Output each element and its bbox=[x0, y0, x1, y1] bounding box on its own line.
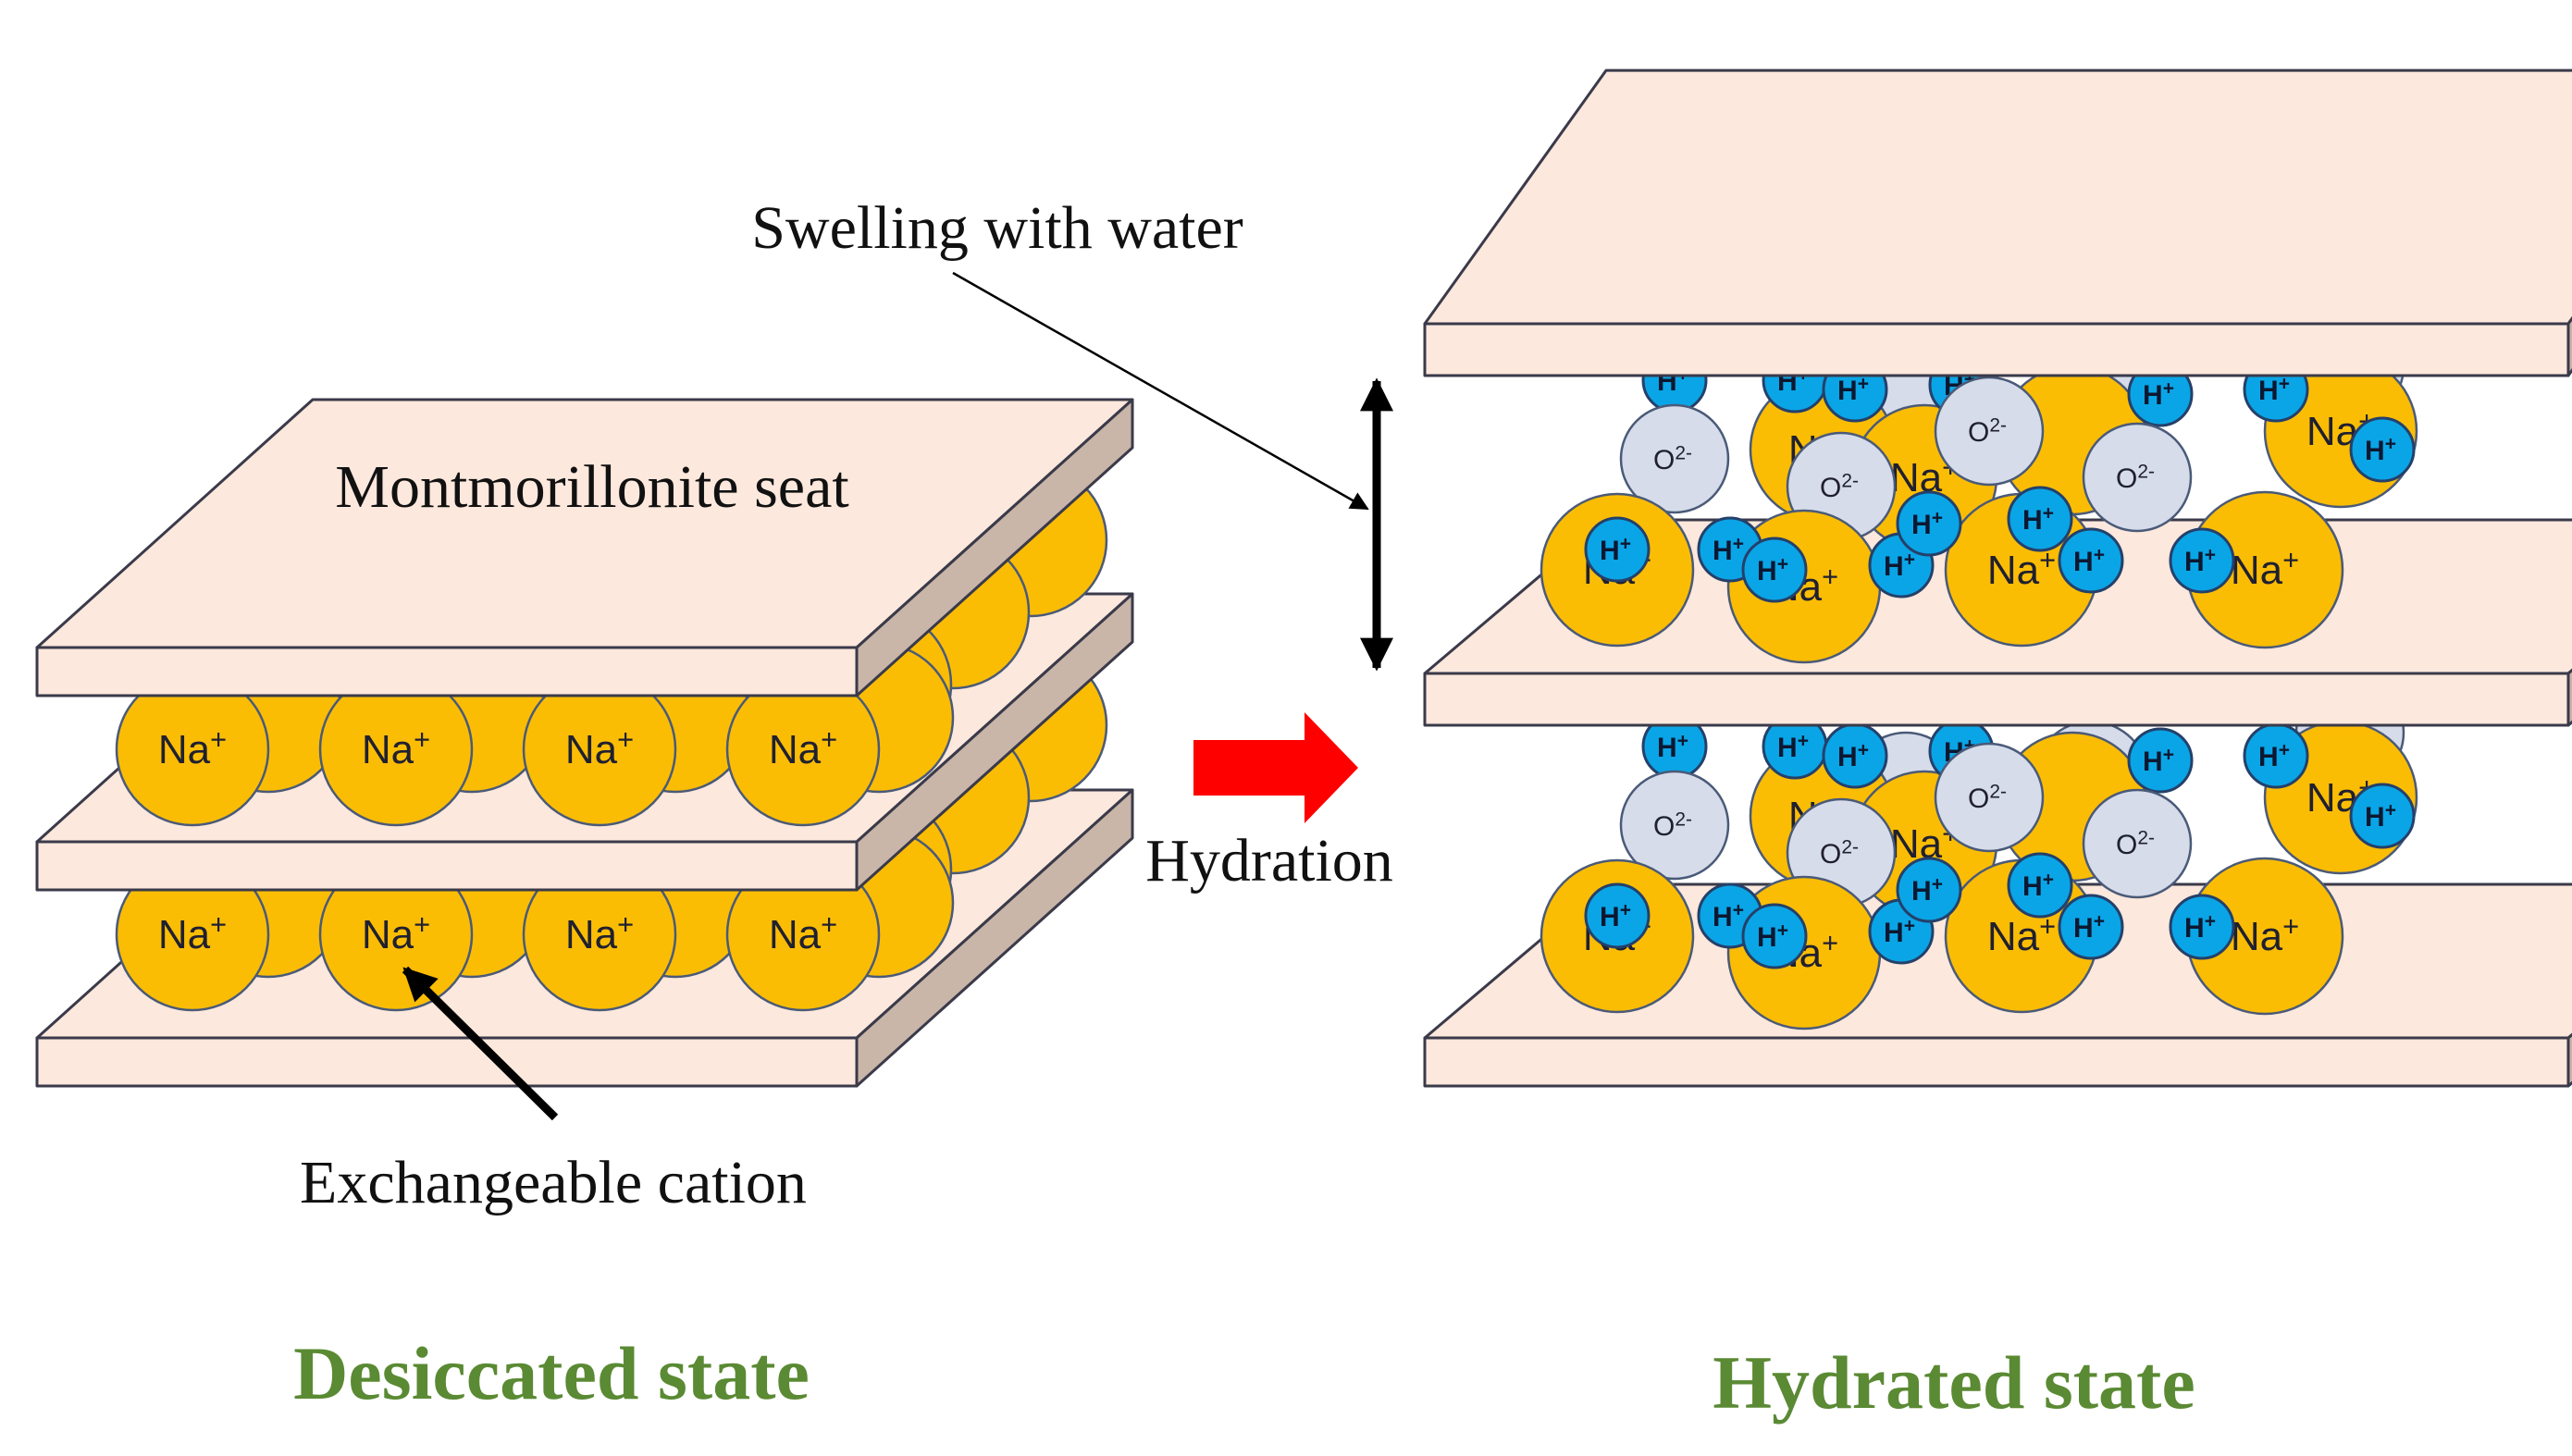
sodium-ion: Na+ bbox=[725, 857, 881, 1012]
sodium-ion: Na+ bbox=[725, 672, 881, 827]
hydrogen-ion: H+ bbox=[2007, 852, 2073, 919]
sodium-ion-label: Na+ bbox=[362, 723, 430, 772]
hydrogen-ion: H+ bbox=[1584, 516, 1651, 583]
hydrogen-ion-label: H+ bbox=[2022, 870, 2054, 903]
hydrogen-ion: H+ bbox=[2243, 722, 2309, 789]
hydrogen-ion-label: H+ bbox=[1911, 508, 1943, 541]
hydrogen-ion-label: H+ bbox=[1600, 900, 1631, 933]
hydrogen-ion-label: H+ bbox=[2365, 800, 2396, 833]
sodium-ion-label: Na+ bbox=[2231, 910, 2299, 959]
cation-pointer-arrow bbox=[402, 966, 559, 1121]
hydrogen-ion-label: H+ bbox=[1837, 374, 1869, 407]
sodium-ion: Na+ bbox=[115, 672, 270, 827]
hydrogen-ion-label: H+ bbox=[1884, 549, 1915, 583]
hydrogen-ion-label: H+ bbox=[2022, 503, 2054, 537]
oxygen-ion-label: O2- bbox=[1653, 809, 1692, 843]
sodium-ion-label: Na+ bbox=[565, 723, 634, 772]
hydrogen-ion-label: H+ bbox=[2258, 374, 2290, 407]
hydrated-state-title: Hydrated state bbox=[1713, 1340, 2195, 1425]
hydrogen-ion-label: H+ bbox=[1713, 534, 1744, 567]
sheet-label: Montmorillonite seat bbox=[335, 453, 848, 521]
hydrogen-ion-label: H+ bbox=[1757, 554, 1788, 587]
cation-label: Exchangeable cation bbox=[300, 1149, 807, 1216]
hydrogen-ion-label: H+ bbox=[1837, 740, 1869, 773]
swelling-leader-line bbox=[952, 271, 1369, 511]
sodium-ion-label: Na+ bbox=[2231, 544, 2299, 593]
hydrogen-ion-label: H+ bbox=[1600, 534, 1631, 567]
hydrated-clay-stack: O2- O2- O2- Na+ Na+ Na+ H+ H+ H+ H+ H+ H+ H+ H+ O2- O2-… bbox=[1423, 68, 2572, 1088]
hydrogen-ion: H+ bbox=[2169, 894, 2235, 960]
hydrogen-ion-label: H+ bbox=[2073, 545, 2105, 578]
hydrogen-ion-label: H+ bbox=[1884, 916, 1915, 949]
hydrogen-ion: H+ bbox=[2007, 486, 2073, 552]
oxygen-ion-label: O2- bbox=[1968, 782, 2007, 815]
hydrogen-ion-label: H+ bbox=[2143, 378, 2174, 412]
hydrogen-ion: H+ bbox=[1896, 490, 1962, 557]
sodium-ion-label: Na+ bbox=[565, 908, 634, 957]
hydrogen-ion: H+ bbox=[1741, 537, 1808, 603]
sodium-ion-label: Na+ bbox=[769, 723, 837, 772]
oxygen-ion: O2- bbox=[1934, 376, 2045, 487]
hydrogen-ion: H+ bbox=[2058, 527, 2124, 594]
oxygen-ion: O2- bbox=[1619, 770, 1730, 881]
desiccated-state-title: Desiccated state bbox=[293, 1331, 810, 1415]
hydrogen-ion-label: H+ bbox=[1911, 874, 1943, 907]
hydrogen-ion-label: H+ bbox=[2365, 434, 2396, 467]
oxygen-ion: O2- bbox=[1619, 403, 1730, 514]
sodium-ion-label: Na+ bbox=[158, 723, 227, 772]
swelling-label: Swelling with water bbox=[751, 194, 1243, 262]
hydrogen-ion-label: H+ bbox=[1757, 920, 1788, 954]
sodium-ion-label: Na+ bbox=[362, 908, 430, 957]
hydrogen-ion: H+ bbox=[2058, 894, 2124, 960]
hydrogen-ion-label: H+ bbox=[2184, 911, 2216, 944]
oxygen-ion-label: O2- bbox=[1820, 837, 1859, 870]
montmorillonite-sheet bbox=[1423, 68, 2572, 377]
oxygen-ion: O2- bbox=[1934, 742, 2045, 853]
hydrogen-ion-label: H+ bbox=[2258, 740, 2290, 773]
hydrogen-ion: H+ bbox=[2349, 783, 2416, 849]
oxygen-ion: O2- bbox=[2082, 788, 2193, 899]
hydration-arrow bbox=[1193, 712, 1358, 823]
oxygen-ion-label: O2- bbox=[1820, 471, 1859, 504]
sodium-ion: Na+ bbox=[318, 672, 474, 827]
hydrogen-ion: H+ bbox=[1741, 903, 1808, 969]
hydrogen-ion: H+ bbox=[1584, 882, 1651, 949]
hydrogen-ion: H+ bbox=[2349, 416, 2416, 483]
hydrogen-ion-label: H+ bbox=[2143, 745, 2174, 778]
sodium-ion: Na+ bbox=[2185, 857, 2344, 1016]
hydrogen-ion: H+ bbox=[2127, 361, 2194, 427]
hydrogen-ion: H+ bbox=[1896, 857, 1962, 923]
oxygen-ion-label: O2- bbox=[1968, 415, 2007, 449]
sodium-ion-label: Na+ bbox=[1987, 910, 2056, 959]
hydrogen-ion: H+ bbox=[2127, 727, 2194, 794]
sodium-ion-label: Na+ bbox=[769, 908, 837, 957]
hydrogen-ion-label: H+ bbox=[2073, 911, 2105, 944]
oxygen-ion: O2- bbox=[2082, 422, 2193, 533]
hydration-label: Hydration bbox=[1145, 827, 1393, 895]
hydrogen-ion-label: H+ bbox=[1777, 731, 1809, 764]
sodium-ion: Na+ bbox=[522, 857, 677, 1012]
sodium-ion: Na+ bbox=[522, 672, 677, 827]
hydrogen-ion-label: H+ bbox=[1713, 900, 1744, 933]
sodium-ion-label: Na+ bbox=[1987, 544, 2056, 593]
hydrogen-ion: H+ bbox=[1822, 722, 1888, 789]
hydrogen-ion-label: H+ bbox=[2184, 545, 2216, 578]
hydrogen-ion: H+ bbox=[2169, 527, 2235, 594]
montmorillonite-sheet bbox=[35, 398, 1134, 697]
oxygen-ion-label: O2- bbox=[2116, 462, 2155, 495]
oxygen-ion-label: O2- bbox=[1653, 443, 1692, 476]
desiccated-clay-stack: Na+ Na+ Na+ Na+ Na+ Na+ Na+ Na+ bbox=[35, 398, 1134, 1088]
sodium-ion-label: Na+ bbox=[158, 908, 227, 957]
hydrogen-ion-label: H+ bbox=[1657, 731, 1688, 764]
oxygen-ion-label: O2- bbox=[2116, 828, 2155, 861]
